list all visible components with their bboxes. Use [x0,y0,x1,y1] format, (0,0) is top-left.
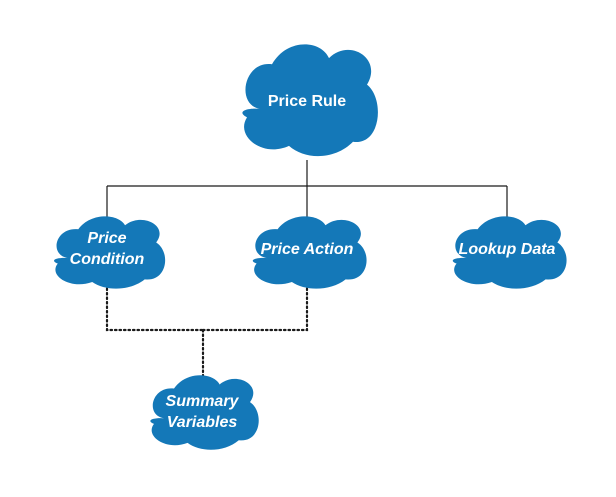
summary-variables-node[interactable]: Summary Variables [150,375,259,450]
summary-connectors [105,282,309,380]
price-action-node[interactable]: Price Action [252,216,367,289]
lookup-data-node[interactable]: Lookup Data [452,216,567,289]
summary-variables-label-line1: Summary [166,393,240,410]
price-rule-node[interactable]: Price Rule [242,44,378,157]
summary-variables-label-line2: Variables [167,414,238,431]
price-condition-node[interactable]: Price Condition [54,216,166,289]
hierarchy-connectors [106,160,508,222]
dotted-connector-from-price-condition [105,282,205,332]
price-action-label: Price Action [261,241,354,258]
summary-variables-cloud [150,375,259,450]
price-condition-label-line1: Price [87,230,126,247]
dotted-connector-from-price-action [201,282,309,332]
lookup-data-label: Lookup Data [459,241,556,258]
price-rule-label: Price Rule [268,93,346,110]
price-condition-label-line2: Condition [70,251,145,268]
